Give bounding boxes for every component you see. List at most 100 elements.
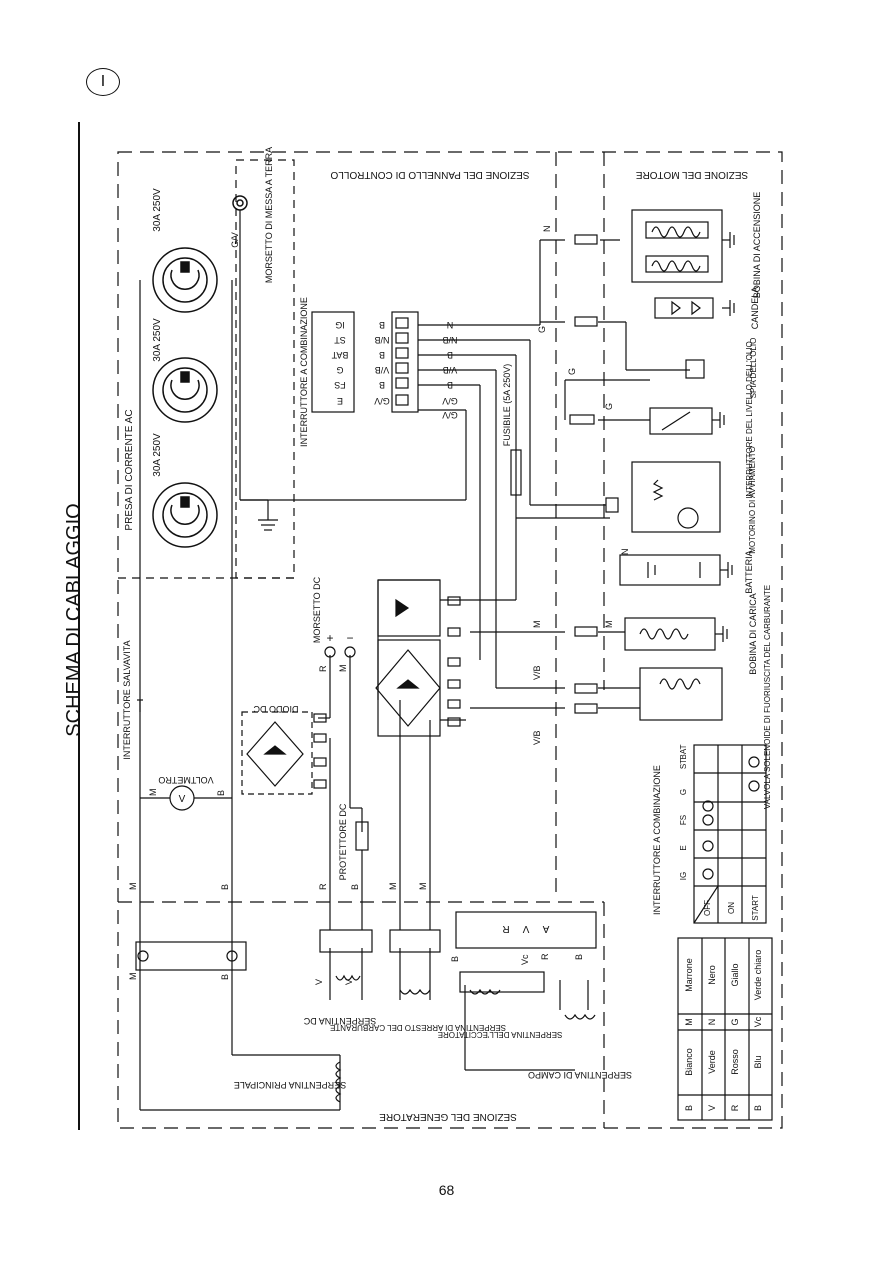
legend-code-2: V xyxy=(707,1105,717,1111)
ignition-coil-label: BOBINA DI ACCENSIONE xyxy=(752,192,762,299)
wire-tag-m2: M xyxy=(604,621,614,629)
wire-tag-m6: M xyxy=(388,883,398,891)
wire-tag-n1: N xyxy=(542,226,552,233)
oil-lamp xyxy=(685,359,705,379)
dc-minus-tag: − xyxy=(346,631,353,645)
ac-receptacles xyxy=(152,195,248,548)
legend-name-3: Rosso xyxy=(730,1049,740,1075)
rectifier-diode xyxy=(377,579,441,637)
battery xyxy=(619,554,721,586)
terminal-fs: FS xyxy=(334,380,346,390)
ignition-switch-label: INTERRUTTORE A COMBINAZIONE xyxy=(299,297,309,447)
oil-lamp-label: SPIA DELL'OLIO xyxy=(749,338,758,399)
fuel-valve-label: VALVOLA SOLENOIDE DI FUORIUSCITA DEL CAR… xyxy=(763,585,772,809)
wire-tag-b2: B xyxy=(220,884,230,890)
legend-code2-2: N xyxy=(707,1019,717,1026)
switch-col-st: ST xyxy=(679,759,688,769)
dc-plus-tag: + xyxy=(326,631,333,645)
oil-switch-label: INTERRUTTORE DEL LIVELLO DELL'OLIO xyxy=(745,341,754,499)
language-badge-text: I xyxy=(100,73,106,90)
starter-motor xyxy=(631,461,721,533)
spark-plug-label: CANDELA xyxy=(750,287,760,330)
wire-tag-b3: B xyxy=(350,884,360,890)
voltmeter-label: VOLTMETRO xyxy=(158,775,213,785)
battery-label: BATTERIA xyxy=(744,550,754,593)
fuel-valve xyxy=(639,667,723,721)
wire-tag-b4: B xyxy=(220,974,230,980)
fuse-label: FUSIBILE (5A 250V) xyxy=(502,364,512,447)
wire-tag-m3: M xyxy=(338,665,348,673)
fuse-symbol xyxy=(510,449,522,496)
switch-table-title: INTERRUTTORE A COMBINAZIONE xyxy=(652,765,662,915)
wire-label-e: G/V xyxy=(442,396,458,406)
legend-code2-1: M xyxy=(684,1018,694,1026)
section-control-panel: SEZIONE DEL PANNELLO DI CONTROLLO xyxy=(330,169,529,180)
legend-code-1: B xyxy=(684,1105,694,1111)
charge-coil xyxy=(624,617,716,651)
switch-col-e: E xyxy=(679,845,688,850)
wire-tag-v2: V xyxy=(344,979,354,985)
terminal-g: G xyxy=(336,365,343,375)
switch-row-on: ON xyxy=(727,902,736,914)
wire-tag-vb2: V/B xyxy=(532,730,542,745)
terminal-color-fs: B xyxy=(379,380,385,390)
receptacle-rating-2: 30A 250V xyxy=(152,318,163,362)
receptacle-rating-1: 30A 250V xyxy=(152,188,163,232)
avr-label-v: V xyxy=(522,923,529,934)
wire-label-g: V/B xyxy=(443,365,458,375)
fuel-stop-winding-label: SERPENTINA DI ARRESTO DEL CARBURANTE xyxy=(330,1023,506,1032)
dc-protector-label: PROTETTORE DC xyxy=(338,803,348,880)
avr-label-r: R xyxy=(502,923,509,934)
wire-tag-g2: G xyxy=(567,368,577,375)
switch-row-off: OFF xyxy=(703,900,712,916)
ground-wire-tag: G/V xyxy=(230,232,240,248)
switch-col-ig: IG xyxy=(679,872,688,880)
field-winding-label: SERPENTINA DI CAMPO xyxy=(528,1070,632,1080)
wire-tag-r1: R xyxy=(318,665,328,672)
oil-switch xyxy=(649,407,713,435)
page-number: 68 xyxy=(438,1182,455,1198)
wire-tag-m7: M xyxy=(418,883,428,891)
switch-col-fs: FS xyxy=(679,815,688,825)
wire-tag-g1: G xyxy=(537,326,547,333)
wire-tag-r3: R xyxy=(540,953,550,960)
switch-table xyxy=(693,744,767,924)
charge-coil-label: BOBINA DI CARICA xyxy=(748,593,758,675)
ignition-coil xyxy=(631,209,723,283)
ignition-switch-block xyxy=(311,311,355,413)
legend-name2-4: Verde chiaro xyxy=(753,950,763,1001)
wire-tag-m8: M xyxy=(128,973,138,981)
wire-tag-m5: M xyxy=(128,883,138,891)
legend-code2-4: Vc xyxy=(753,1016,763,1027)
legend-code-3: R xyxy=(730,1104,740,1111)
terminal-color-ig: B xyxy=(379,320,385,330)
wire-tag-gv: G/V xyxy=(442,410,458,420)
wire-label-fs: B xyxy=(447,380,453,390)
dc-diode-bridge xyxy=(241,711,313,795)
voltmeter-v: V xyxy=(179,794,186,805)
section-generator: SEZIONE DEL GENERATORE xyxy=(379,1111,517,1122)
wire-tag-b5: B xyxy=(450,956,460,962)
wire-tag-g3: G xyxy=(604,403,614,410)
dc-protector xyxy=(355,821,369,851)
terminal-color-g: V/B xyxy=(375,365,390,375)
wire-tag-vc: Vc xyxy=(520,954,530,965)
wire-tag-vb1: V/B xyxy=(532,665,542,680)
terminal-bat: BAT xyxy=(331,350,348,360)
legend-name2-2: Nero xyxy=(707,965,717,985)
wire-label-st: N/B xyxy=(442,335,457,345)
wire-tag-v1: V xyxy=(314,979,324,985)
starter-label: MOTORINO DI AVVIAMENTO xyxy=(748,446,757,554)
terminal-color-bat: B xyxy=(379,350,385,360)
margin-rule xyxy=(78,122,80,1130)
legend-code-4: B xyxy=(753,1105,763,1111)
diagram-boundary xyxy=(117,151,783,1129)
dc-winding-label: SERPENTINA DC xyxy=(303,1016,376,1026)
wire-tag-r2: R xyxy=(318,883,328,890)
avr-module xyxy=(455,911,597,949)
legend-name2-3: Giallo xyxy=(730,963,740,986)
receptacle-rating-3: 30A 250V xyxy=(152,433,163,477)
ground-terminal-label: MORSETTO DI MESSA A TERRA xyxy=(264,147,274,283)
diagram-title: SCHEMA DI CABLAGGIO xyxy=(63,503,85,736)
